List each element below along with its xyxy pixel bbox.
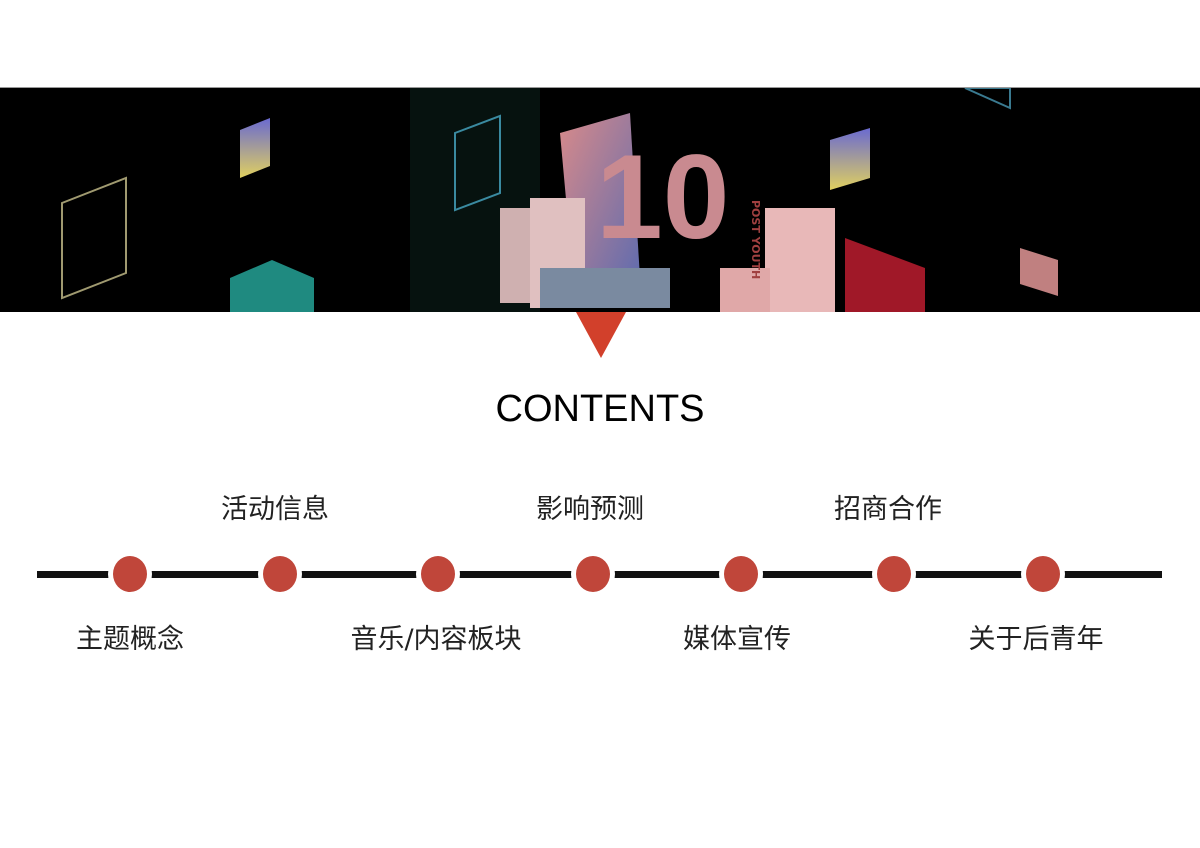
timeline-item-label[interactable]: 关于后青年	[968, 624, 1104, 655]
timeline-item-label[interactable]: 音乐/内容板块	[350, 624, 522, 655]
banner-logo-text: 10	[596, 130, 729, 264]
timeline-item-label[interactable]: 主题概念	[76, 624, 184, 655]
header-banner-image: 10 POST YOUTH	[0, 87, 1200, 312]
timeline-item-label[interactable]: 活动信息	[221, 494, 329, 525]
timeline-dot	[724, 556, 758, 592]
page-title: CONTENTS	[495, 388, 705, 430]
timeline-dot	[421, 556, 455, 592]
timeline-dot	[877, 556, 911, 592]
timeline-dot	[113, 556, 147, 592]
timeline-dot	[263, 556, 297, 592]
timeline-dot	[576, 556, 610, 592]
down-arrow-icon	[576, 312, 626, 358]
timeline-item-label[interactable]: 招商合作	[834, 494, 942, 525]
timeline-dot	[1026, 556, 1060, 592]
timeline-item-label[interactable]: 影响预测	[536, 494, 644, 525]
banner-logo-subtext: POST YOUTH	[749, 200, 762, 279]
timeline-item-label[interactable]: 媒体宣传	[683, 624, 791, 655]
